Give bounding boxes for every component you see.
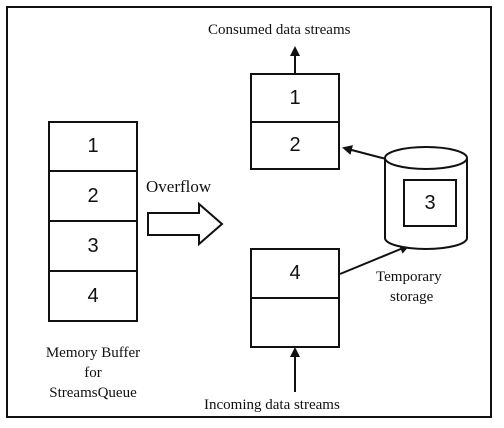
consumed-queue-cell-1: 1 bbox=[250, 73, 340, 123]
temporary-storage-cylinder bbox=[384, 146, 468, 250]
memory-buffer-cell-1: 1 bbox=[48, 121, 138, 172]
temporary-storage-label-line2: storage bbox=[390, 289, 434, 305]
overflow-arrow bbox=[147, 201, 224, 247]
memory-buffer-cell-3: 3 bbox=[48, 220, 138, 272]
incoming-queue-cell-2 bbox=[250, 297, 340, 348]
consumed-streams-label: Consumed data streams bbox=[208, 22, 351, 38]
memory-buffer-caption-line1: Memory Buffer bbox=[45, 345, 141, 361]
memory-buffer-cell-2: 2 bbox=[48, 170, 138, 222]
consumed-queue-cell-2: 2 bbox=[250, 121, 340, 170]
memory-buffer-caption-line2: for bbox=[84, 365, 102, 381]
overflow-label: Overflow bbox=[146, 177, 212, 196]
incoming-streams-label: Incoming data streams bbox=[204, 397, 340, 413]
storage-item-3: 3 bbox=[424, 192, 436, 214]
diagram-frame bbox=[6, 6, 492, 418]
storage-to-consumed-arrow bbox=[342, 145, 391, 161]
incoming-queue-cell-1: 4 bbox=[250, 248, 340, 299]
memory-buffer-caption-line3: StreamsQueue bbox=[49, 385, 137, 401]
temporary-storage-label-line1: Temporary bbox=[376, 269, 442, 285]
memory-buffer-cell-4: 4 bbox=[48, 270, 138, 322]
incoming-to-storage-arrow bbox=[339, 244, 410, 275]
